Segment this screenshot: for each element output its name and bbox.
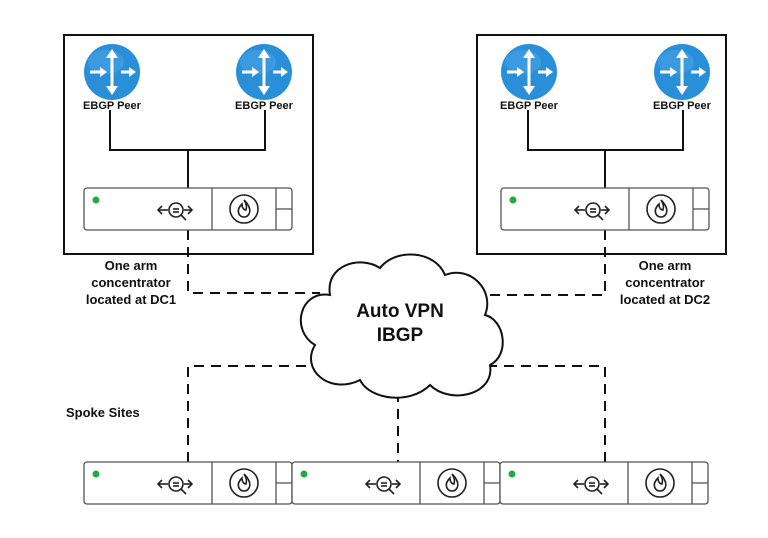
dc1-concentrator-label: One arm concentrator located at DC1 [66,257,196,308]
router-icon [499,42,559,102]
router-icon [82,42,142,102]
dc1-concentrator-label-line3: located at DC1 [85,292,177,307]
router-icon [652,42,712,102]
dc1-uplink-line [109,110,266,151]
dc2-concentrator-label-line3: located at DC2 [619,292,711,307]
dc2-uplink-line [527,110,684,151]
dc2-peer-left-label: EBGP Peer [500,100,558,112]
spoke-appliance-right [499,461,709,505]
spoke-left-vpn-tunnel [187,365,330,462]
router-icon [234,42,294,102]
auto-vpn-label-line1: Auto VPN [356,301,444,322]
dc2-concentrator-label: One arm concentrator located at DC2 [600,257,730,308]
dc1-peer-left-label: EBGP Peer [83,100,141,112]
spoke-appliance-left [83,461,293,505]
auto-vpn-label-line2: IBGP [376,325,424,346]
dc1-concentrator-label-line2: concentrator [91,275,171,290]
spoke-sites-label: Spoke Sites [66,405,140,420]
dc1-concentrator-label-line1: One arm [104,258,158,273]
spoke-appliance-center [291,461,501,505]
auto-vpn-label: Auto VPN IBGP [330,300,470,348]
dc2-concentrator-appliance [500,187,710,231]
dc1-concentrator-appliance [83,187,293,231]
dc2-concentrator-label-line1: One arm [638,258,692,273]
dc2-concentrator-label-line2: concentrator [625,275,705,290]
dc1-vpn-tunnel [187,230,320,294]
dc2-peer-right-label: EBGP Peer [653,100,711,112]
dc2-box [476,34,727,255]
spoke-right-vpn-tunnel [490,365,606,462]
cloud-icon [299,253,504,399]
dc1-peer-right-label: EBGP Peer [235,100,293,112]
dc2-vpn-tunnel [490,230,606,296]
